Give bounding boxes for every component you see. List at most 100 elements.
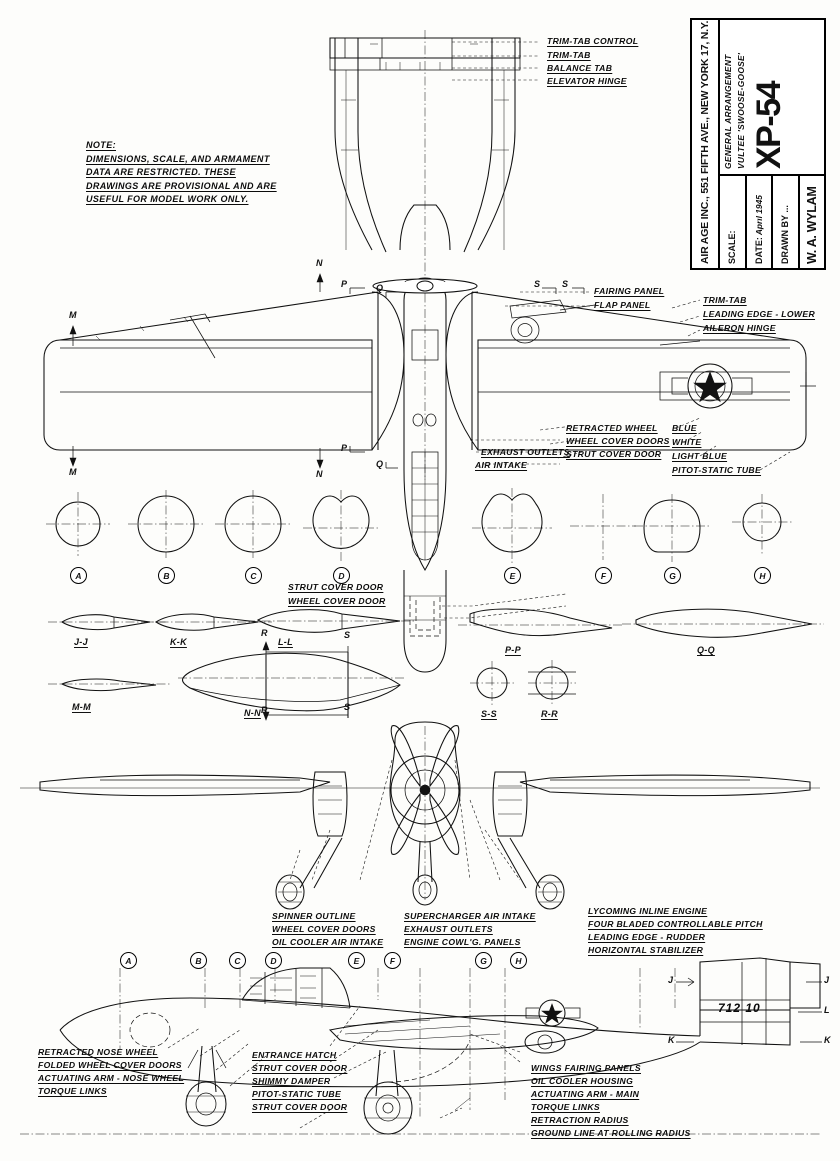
label-fairing-panel: Fairing Panel bbox=[594, 286, 665, 296]
scale-label: SCALE: bbox=[727, 230, 738, 265]
arrow-mark-s-top: S bbox=[344, 630, 351, 640]
label-exhaust-outlets-plan: Exhaust Outlets bbox=[481, 447, 570, 457]
label-strut-cover-door-lower: Strut Cover Door bbox=[252, 1102, 348, 1112]
label-spinner-outline: Spinner Outline bbox=[272, 911, 356, 921]
station-letter-h: H bbox=[510, 952, 527, 969]
date-label: DATE: bbox=[753, 237, 764, 264]
section-mark-s-left: S bbox=[534, 279, 541, 289]
label-retracted-nose-wheel: Retracted Nose Wheel bbox=[38, 1047, 159, 1057]
label-horizontal-stabilizer: Horizontal Stabilizer bbox=[588, 945, 704, 955]
title-block-company: AIR AGE INC., 551 FIFTH AVE., NEW YORK 1… bbox=[692, 20, 720, 268]
label-flap-panel: Flap Panel bbox=[594, 300, 651, 310]
label-wheel-cover-doors-front: Wheel Cover Doors bbox=[272, 924, 376, 934]
label-torque-links-main: Torque Links bbox=[531, 1102, 600, 1112]
label-light-blue: Light Blue bbox=[672, 451, 728, 461]
tail-mark-k-right: K bbox=[824, 1035, 831, 1045]
tail-mark-k-left: K bbox=[668, 1035, 675, 1045]
label-trim-tab-control: Trim-Tab Control bbox=[547, 36, 639, 46]
note-line-4: Useful For Model Work Only. bbox=[86, 194, 249, 204]
label-four-bladed-controllable-pitch: Four Bladed Controllable Pitch bbox=[588, 919, 763, 929]
label-pitot-static-tube-plan: Pitot-Static Tube bbox=[672, 465, 762, 475]
label-oil-cooler-housing: Oil Cooler Housing bbox=[531, 1076, 634, 1086]
section-mark-q-bottom: Q bbox=[376, 459, 384, 469]
tail-mark-j-left: J bbox=[668, 975, 674, 985]
label-aileron-hinge: Aileron Hinge bbox=[703, 323, 776, 333]
airfoil-sections bbox=[48, 608, 824, 721]
title-block-subtitle-1: General Arrangement bbox=[723, 54, 733, 169]
section-letter-d: D bbox=[333, 567, 350, 584]
section-letter-a: A bbox=[70, 567, 87, 584]
section-mark-q-top: Q bbox=[376, 283, 384, 293]
label-balance-tab: Balance Tab bbox=[547, 63, 613, 73]
label-wheel-cover-doors: Wheel Cover Doors bbox=[566, 436, 670, 446]
title-block-scale: SCALE: bbox=[720, 176, 747, 268]
date-value: Aprıl 1945 bbox=[753, 195, 764, 236]
drawn-by-label: DRAWN BY ... bbox=[780, 205, 791, 264]
note-line-3: Drawings Are Provisional And Are bbox=[86, 180, 277, 191]
section-id-nn: N-N bbox=[244, 708, 261, 718]
section-id-qq: Q-Q bbox=[697, 645, 715, 655]
label-leading-edge-lower: Leading Edge - Lower bbox=[703, 309, 816, 319]
title-block-date: DATE: Aprıl 1945 bbox=[746, 176, 773, 268]
label-retracted-wheel: Retracted Wheel bbox=[566, 423, 658, 433]
label-engine-cowling-panels: Engine Cowl'g. Panels bbox=[404, 937, 521, 947]
label-shimmy-damper: Shimmy Damper bbox=[252, 1076, 331, 1086]
station-letter-c: C bbox=[229, 952, 246, 969]
station-letter-b: B bbox=[190, 952, 207, 969]
label-wings-fairing-panels: Wings Fairing Panels bbox=[531, 1063, 641, 1073]
label-wheel-cover-door-belly: Wheel Cover Door bbox=[288, 596, 386, 606]
section-id-pp: P-P bbox=[505, 645, 521, 655]
section-mark-n-bottom: N bbox=[316, 469, 323, 479]
label-ground-line-at-rolling-radius: Ground Line At Rolling Radius bbox=[531, 1128, 691, 1138]
label-trim-tab-top: Trim-Tab bbox=[547, 50, 591, 60]
section-mark-n-top: N bbox=[316, 258, 323, 268]
label-white: White bbox=[672, 437, 702, 447]
station-letter-d: D bbox=[265, 952, 282, 969]
label-elevator-hinge: Elevator Hinge bbox=[547, 76, 627, 86]
note-line-1: Dimensions, Scale, And Armament bbox=[86, 153, 270, 164]
section-letter-c: C bbox=[245, 567, 262, 584]
wing-plan-view bbox=[43, 273, 816, 673]
label-strut-cover-door-belly: Strut Cover Door bbox=[288, 582, 384, 592]
tail-mark-j-right: J bbox=[824, 975, 830, 985]
section-id-ss: S-S bbox=[481, 709, 497, 719]
tail-number: 712 10 bbox=[718, 1001, 761, 1015]
fuselage-cross-sections bbox=[46, 488, 792, 564]
arrow-mark-s-bottom: S bbox=[344, 702, 351, 712]
title-block-drawn-by-value: W. A. WYLAM bbox=[804, 186, 819, 264]
tail-plan-view bbox=[329, 30, 521, 480]
section-mark-m-bottom: M bbox=[69, 467, 77, 477]
label-air-intake: Air Intake bbox=[475, 460, 528, 470]
arrow-mark-r-top: R bbox=[261, 628, 268, 638]
section-id-kk: K-K bbox=[170, 637, 187, 647]
label-torque-links-nose: Torque Links bbox=[38, 1086, 107, 1096]
section-mark-s-right: S bbox=[562, 279, 569, 289]
station-letter-e: E bbox=[348, 952, 365, 969]
side-view bbox=[20, 957, 822, 1135]
label-folded-wheel-cover-doors: Folded Wheel Cover Doors bbox=[38, 1060, 182, 1070]
label-leading-edge-rudder: Leading Edge - Rudder bbox=[588, 932, 706, 942]
section-letter-b: B bbox=[158, 567, 175, 584]
label-actuating-arm-main: Actuating Arm - Main bbox=[531, 1089, 640, 1099]
label-lycoming-inline-engine: Lycoming Inline Engine bbox=[588, 906, 708, 916]
section-id-mm: M-M bbox=[72, 702, 91, 712]
label-pitot-static-tube-side: Pitot-Static Tube bbox=[252, 1089, 342, 1099]
tail-mark-l: L bbox=[824, 1005, 830, 1015]
label-exhaust-outlets-front: Exhaust Outlets bbox=[404, 924, 493, 934]
note-line-2: Data Are Restricted. These bbox=[86, 167, 236, 177]
label-entrance-hatch: Entrance Hatch bbox=[252, 1050, 337, 1060]
section-letter-f: F bbox=[595, 567, 612, 584]
front-view bbox=[20, 721, 820, 910]
note-heading: Note: bbox=[86, 140, 116, 150]
section-id-ll: L-L bbox=[278, 637, 293, 647]
label-trim-tab-wing: Trim-Tab bbox=[703, 295, 747, 305]
arrow-mark-r-bottom: R bbox=[261, 705, 268, 715]
label-retraction-radius: Retraction Radius bbox=[531, 1115, 629, 1125]
label-strut-cover-door-plan: Strut Cover Door bbox=[566, 449, 662, 459]
section-mark-p-bottom: P bbox=[341, 443, 348, 453]
label-oil-cooler-air-intake: Oil Cooler Air Intake bbox=[272, 937, 384, 947]
section-letter-g: G bbox=[664, 567, 681, 584]
section-id-rr: R-R bbox=[541, 709, 558, 719]
section-letter-h: H bbox=[754, 567, 771, 584]
